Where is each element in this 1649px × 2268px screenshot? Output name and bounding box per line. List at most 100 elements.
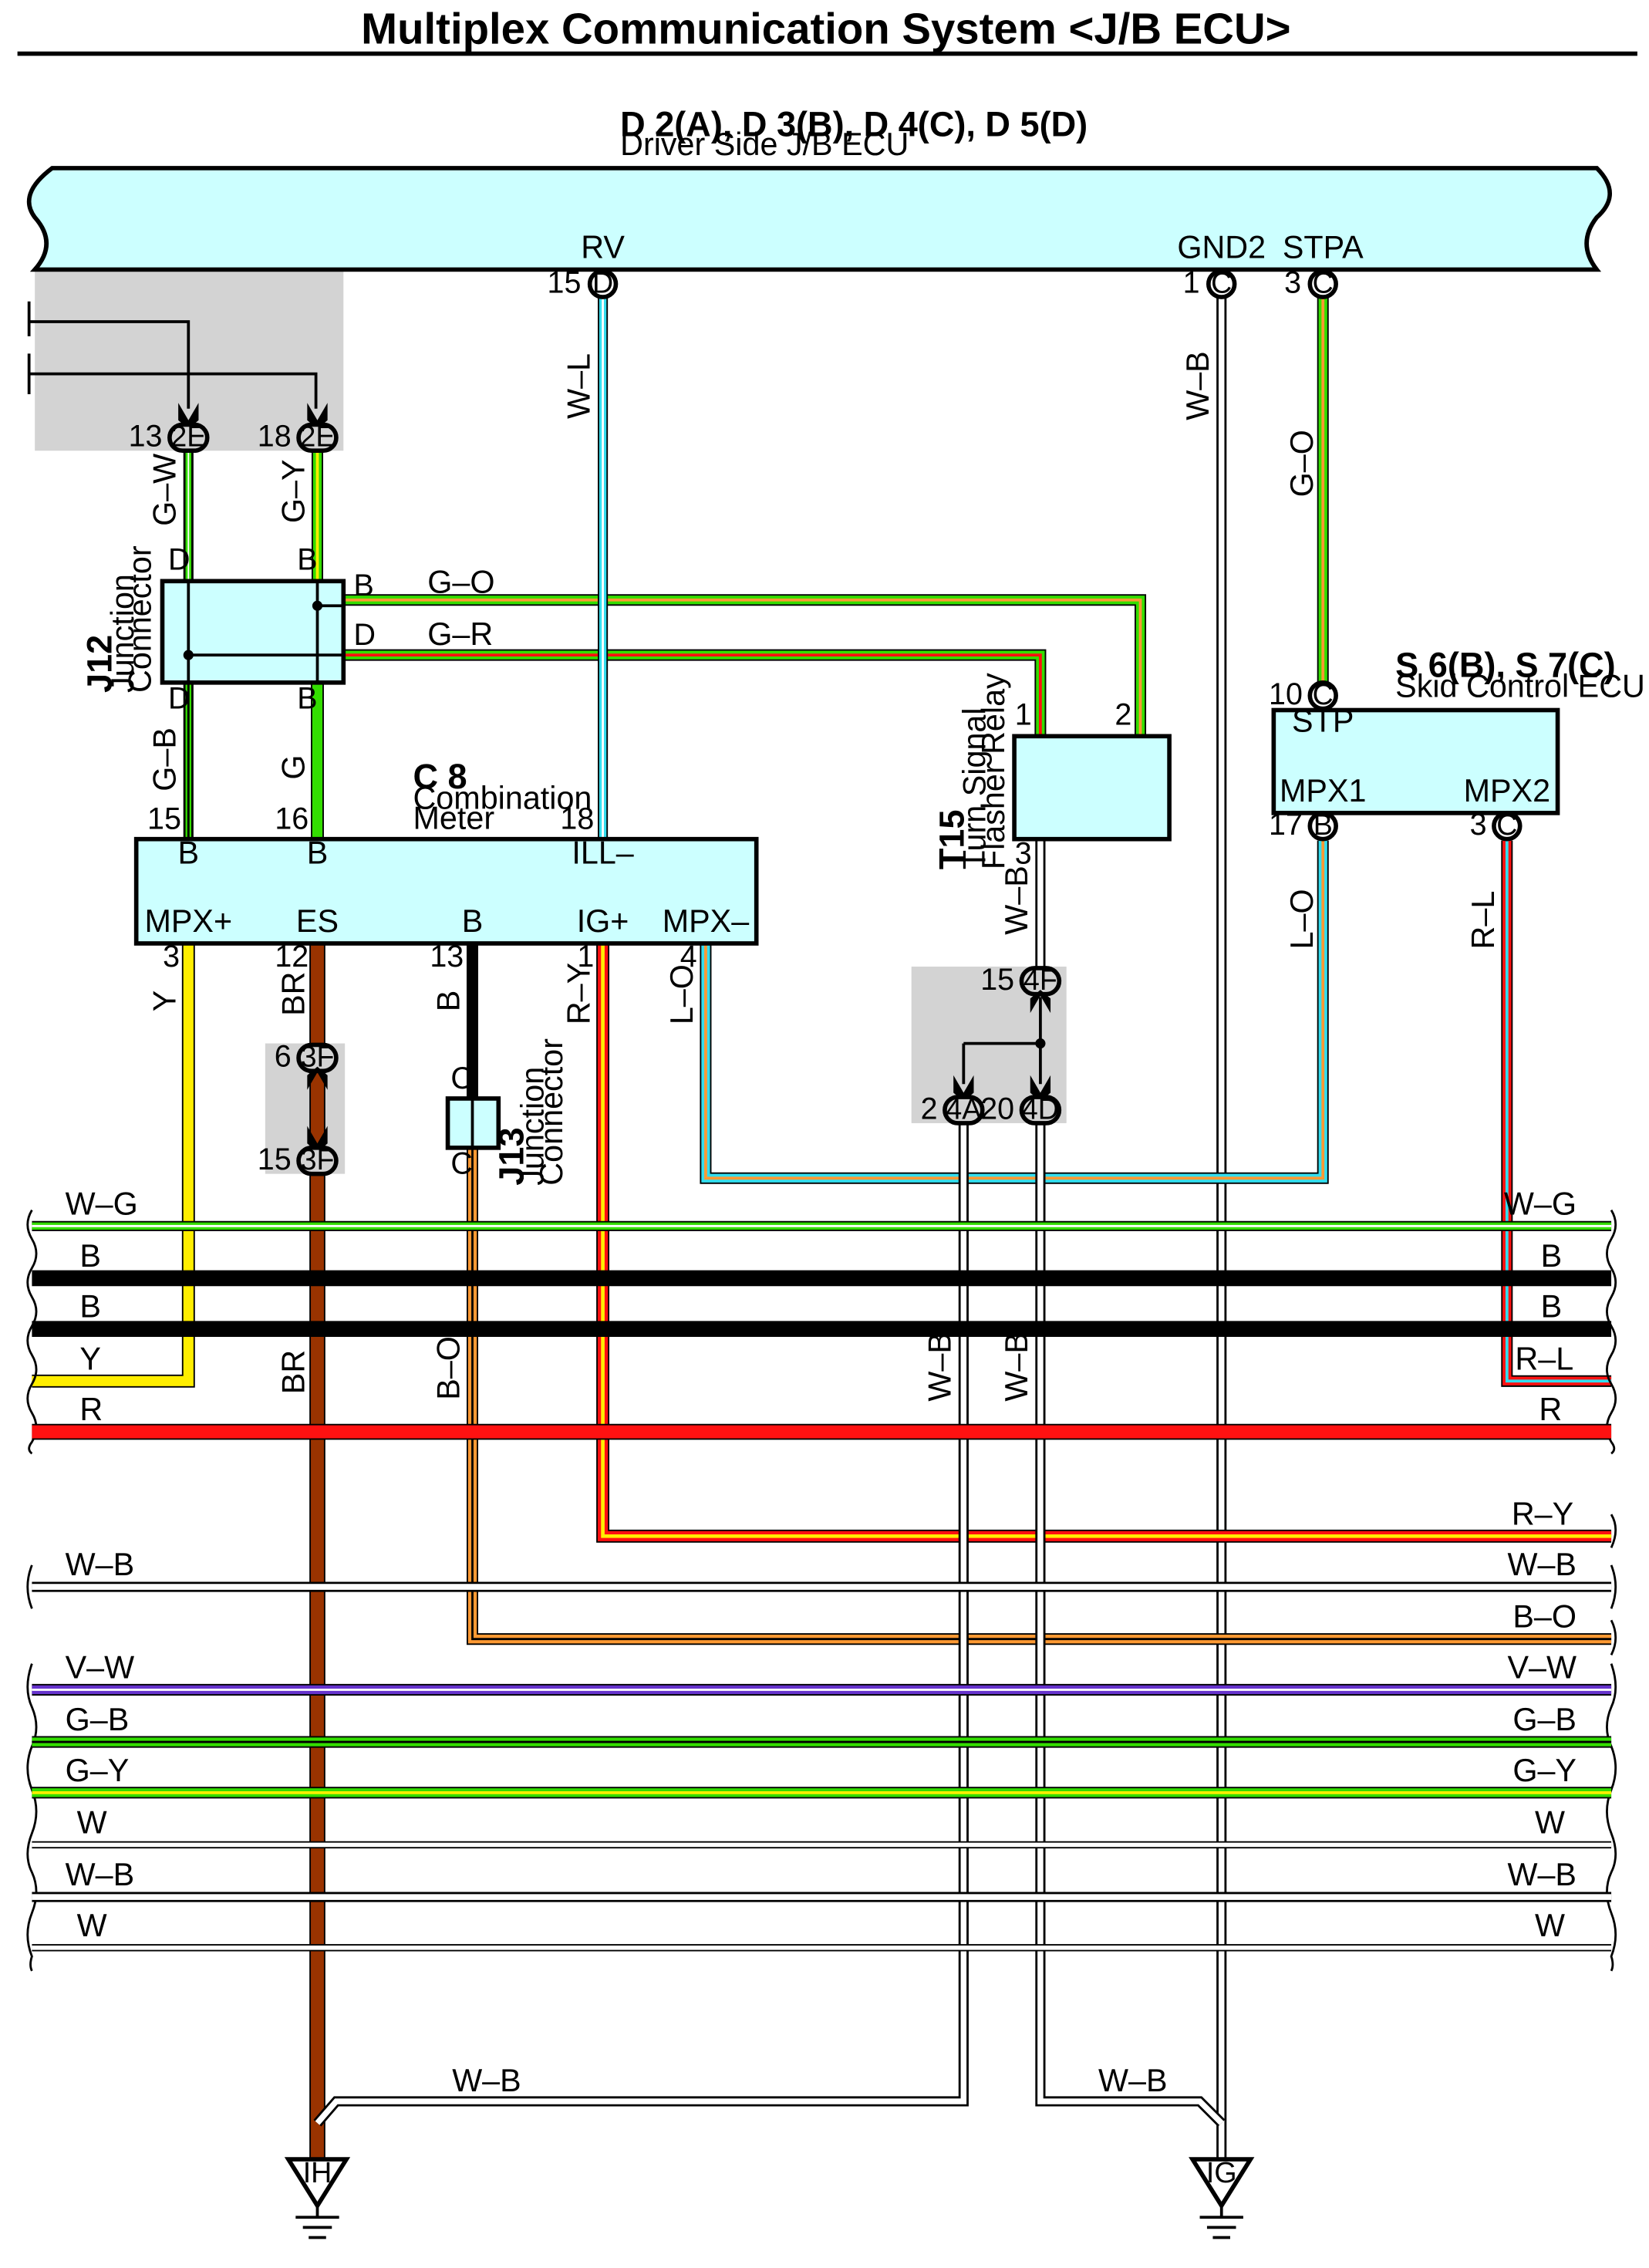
wire-label: W–L	[561, 353, 597, 419]
c8-code: C 8	[413, 757, 467, 796]
ground-ig: IG	[1189, 2156, 1255, 2239]
j13-code: J13	[491, 1127, 531, 1185]
j12-name-line2: Connector	[122, 545, 157, 693]
t15-pin: 1	[1015, 697, 1032, 731]
j12-terminal: B	[297, 542, 317, 576]
j12-terminal: B	[297, 682, 317, 716]
terminal-rv: D 15	[548, 265, 619, 299]
wire-label: G–Y	[276, 460, 312, 524]
jb-ecu-body	[26, 166, 1613, 272]
connector-label: 4A	[946, 1092, 981, 1125]
bus-label-right: R	[1539, 1392, 1562, 1427]
c8-combination-meter	[133, 836, 759, 946]
bus-label-left: B	[79, 1238, 101, 1274]
t15-name-line1: Turn Signal	[957, 707, 993, 869]
terminal-gnd2: C 1	[1183, 265, 1237, 299]
skid-ecu-name: Skid Control ECU	[1395, 669, 1645, 704]
terminal-pin: 17	[1269, 808, 1303, 842]
jb-ecu-code: D 2(A), D 3(B), D 4(C), D 5(D)	[620, 105, 1088, 144]
wire-r-y	[596, 943, 1612, 1543]
ground-label: IH	[303, 2156, 332, 2189]
wire-g-o-relay	[343, 594, 1147, 737]
c8-terminal-name: MPX+	[144, 903, 232, 939]
bus-label-right: W	[1535, 1908, 1565, 1943]
wire-w-b-4d	[1035, 1122, 1226, 2127]
skid-terminal-name: MPX1	[1280, 773, 1367, 808]
terminal-conn: B	[1313, 808, 1333, 841]
c8-pin: 12	[275, 940, 309, 974]
c8-name-line1: Combination	[413, 780, 592, 815]
connector-pin: 6	[275, 1040, 292, 1074]
t15-name-line2: Flasher Relay	[976, 673, 1011, 869]
terminal-pin: 3	[1470, 808, 1487, 842]
connector-3f-15: 3F 15	[258, 1126, 339, 1176]
c8-pin: 3	[163, 940, 180, 974]
terminal-conn: D	[592, 266, 613, 299]
j12-terminal: B	[353, 569, 373, 602]
wire-label: R–Y	[561, 963, 597, 1024]
bus-label-left: G–B	[66, 1702, 130, 1737]
bus-label-right: B	[1541, 1289, 1563, 1325]
bus-label-right: V–W	[1507, 1649, 1576, 1685]
connector-label: 2E	[170, 420, 206, 453]
wire-g-r	[343, 649, 1047, 737]
j13-terminal: C	[450, 1147, 472, 1181]
jb-ecu-name: Driver Side J/B ECU	[620, 127, 909, 162]
connector-4f-15: 4F 15	[980, 963, 1062, 1049]
j12-code: J12	[80, 635, 120, 693]
bus-label-left: W–B	[66, 1547, 135, 1582]
terminal-conn: C	[1496, 808, 1517, 841]
skid-terminal-mpx1: B 17	[1269, 808, 1338, 842]
wire-label: G–W	[147, 454, 182, 526]
bus-label-left: G–Y	[66, 1753, 130, 1788]
bus-label-right: B–O	[1512, 1599, 1576, 1635]
wire-label: W–B	[999, 1332, 1034, 1402]
wires	[27, 297, 1612, 2162]
bus-label-left: W–B	[66, 1857, 135, 1892]
wire-label: BR	[276, 1350, 312, 1394]
c8-pin: 15	[147, 802, 181, 836]
c8-terminal-name: B	[178, 835, 200, 871]
connector-pin: 15	[258, 1142, 292, 1176]
t15-pin: 3	[1015, 837, 1032, 871]
wire-label: G–O	[1284, 430, 1320, 497]
diagram-title: Multiplex Communication System <J/B ECU>	[361, 4, 1290, 52]
wire-label: L–O	[664, 964, 700, 1024]
c8-pin: 4	[680, 940, 697, 974]
t15-flasher-relay	[1012, 734, 1172, 842]
j13-terminal: C	[450, 1061, 472, 1095]
skid-terminal-stp: C 10	[1269, 677, 1338, 711]
connector-pin: 2	[921, 1092, 938, 1126]
c8-terminal-name: B	[462, 903, 484, 939]
wire-label: B	[431, 991, 467, 1012]
bus-label-right: R–Y	[1512, 1496, 1573, 1531]
connector-pin: 13	[129, 420, 163, 454]
j12-name-line1: Junction	[105, 574, 140, 693]
wire-label: G–O	[427, 564, 494, 599]
connector-pin: 18	[258, 420, 292, 454]
wire-label: G–R	[427, 616, 493, 652]
wire-label: W–B	[922, 1332, 957, 1402]
bus-label-left: V–W	[66, 1649, 135, 1685]
bus-label-right: B	[1541, 1238, 1563, 1274]
wire-label: G–B	[147, 727, 182, 791]
c8-terminal-name: MPX–	[663, 903, 750, 939]
skid-control-ecu	[1271, 707, 1560, 815]
connector-2e-18: 2E 18	[258, 403, 339, 454]
wire-l-o	[700, 840, 1329, 1184]
j12-terminal: D	[168, 542, 190, 576]
terminal-stpa: C 3	[1284, 265, 1338, 299]
t15-code: T15	[932, 809, 971, 869]
wire-label: BR	[276, 972, 312, 1016]
wire-label: W–B	[1098, 2063, 1168, 2098]
connector-label: 2E	[300, 420, 336, 453]
terminal-conn: C	[1313, 266, 1334, 299]
bus-label-right: W	[1535, 1804, 1565, 1840]
wire-label: L–O	[1284, 889, 1320, 949]
terminal-conn: C	[1313, 678, 1334, 710]
bus-label-right: G–B	[1512, 1702, 1576, 1737]
connector-label: 3F	[301, 1041, 335, 1073]
wire-r-l	[1501, 840, 1612, 1387]
skid-terminal-mpx2: C 3	[1470, 808, 1523, 842]
